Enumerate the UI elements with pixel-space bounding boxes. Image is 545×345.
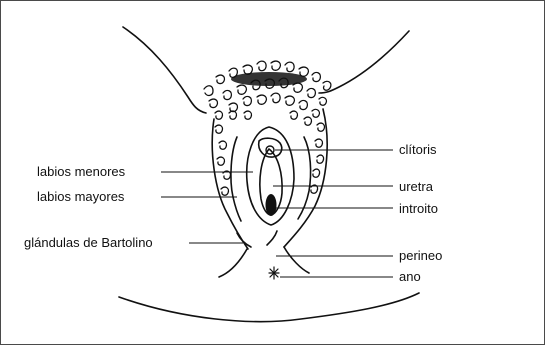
labia-majora-outline-left [212,119,248,249]
label-labios-menores: labios menores [37,164,125,179]
hair-dense-band [231,72,307,86]
labia-majora-fold-left [231,137,241,221]
label-labios-mayores: labios mayores [37,189,124,204]
labia-majora-fold-right [298,137,311,219]
labia-majora-outline-right [284,109,327,247]
introitus-opening [266,194,277,216]
right-buttock-curve [284,247,309,273]
label-perineo: perineo [399,248,442,263]
label-uretra: uretra [399,179,433,194]
lower-body-curve [119,293,419,322]
label-glandulas-bartolino: glándulas de Bartolino [24,235,153,250]
label-ano: ano [399,269,421,284]
label-clitoris: clítoris [399,142,437,157]
fold-right-lower [267,231,277,245]
left-buttock-curve [219,249,247,277]
right-thigh-outline [319,31,409,93]
left-thigh-outline [123,27,206,113]
label-introito: introito [399,201,438,216]
anus-mark [269,267,279,279]
